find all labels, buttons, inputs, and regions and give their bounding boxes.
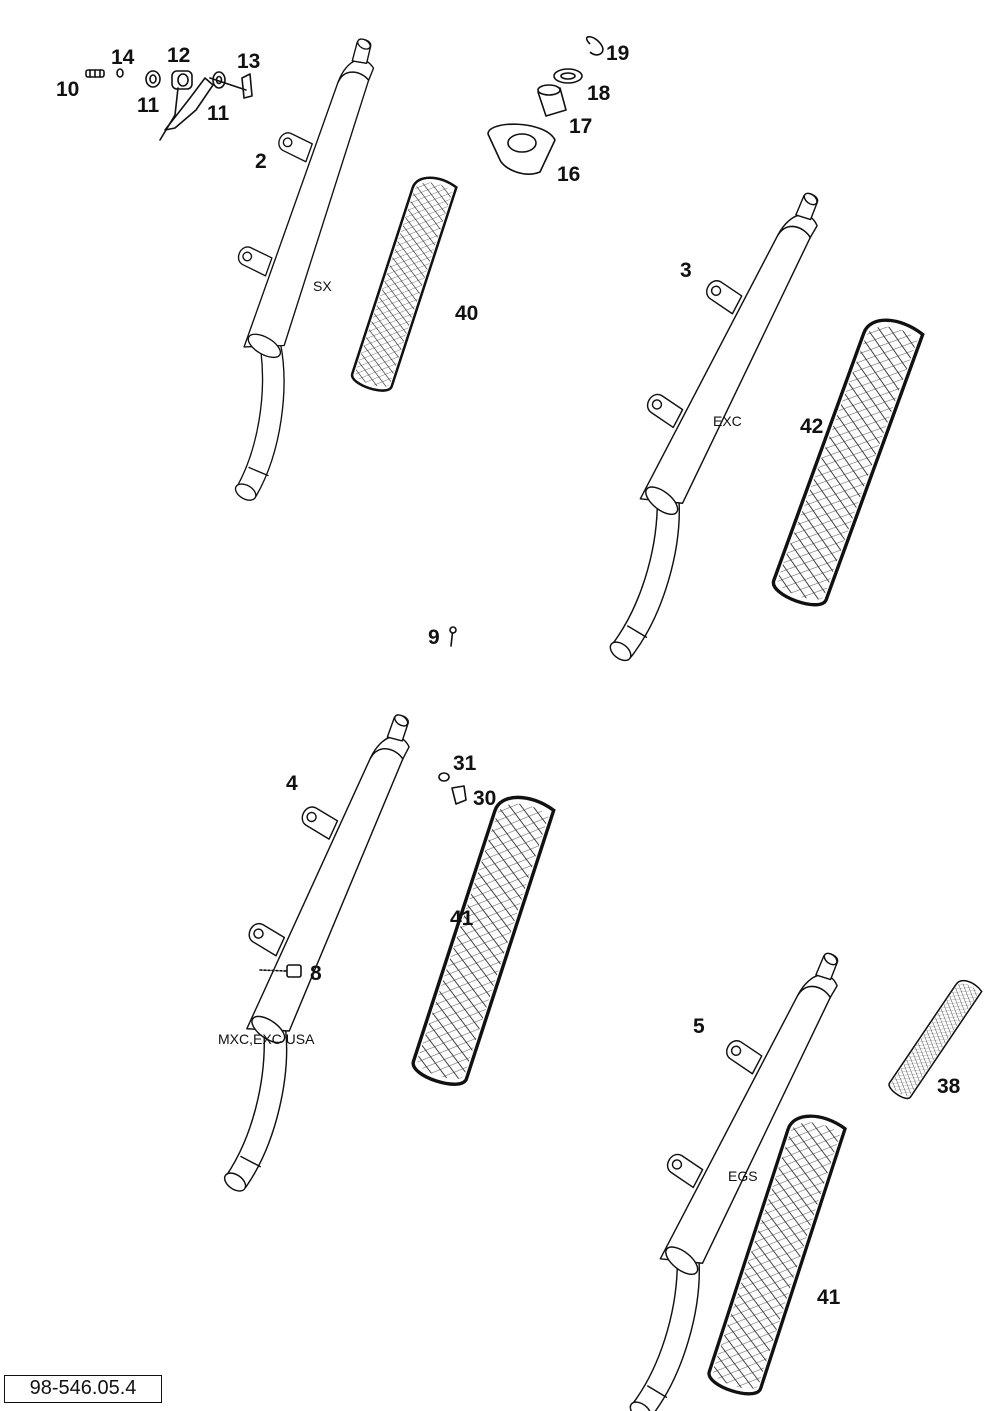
callout-41-upper: 41 xyxy=(450,907,474,930)
callout-3: 3 xyxy=(680,259,692,282)
callout-4: 4 xyxy=(286,772,298,795)
variant-label-sx: SX xyxy=(313,278,332,294)
callout-41-lower: 41 xyxy=(817,1286,841,1309)
silencer-packing-42 xyxy=(768,310,926,613)
callout-13: 13 xyxy=(237,50,260,73)
callout-38: 38 xyxy=(937,1075,961,1098)
end-cap-set xyxy=(487,35,604,175)
variant-label-exc: EXC xyxy=(713,413,742,429)
silencer-packing-38 xyxy=(885,975,984,1103)
screw-30 xyxy=(451,785,467,805)
callout-11-right: 11 xyxy=(207,102,230,125)
callout-16: 16 xyxy=(557,163,580,186)
callout-12: 12 xyxy=(167,44,190,67)
variant-label-egs: EGS xyxy=(728,1168,758,1184)
reference-code: 98-546.05.4 xyxy=(4,1375,162,1403)
callout-9: 9 xyxy=(428,626,440,649)
callout-5: 5 xyxy=(693,1015,705,1038)
silencer-packing-41-upper xyxy=(408,787,557,1092)
callout-18: 18 xyxy=(587,82,611,105)
callout-31: 31 xyxy=(453,752,477,775)
variant-label-mxc-exc-usa: MXC,EXC USA xyxy=(218,1031,315,1047)
callout-11-left: 11 xyxy=(137,94,160,117)
callout-8: 8 xyxy=(310,962,322,985)
callout-30: 30 xyxy=(473,787,496,810)
callout-14: 14 xyxy=(111,46,135,69)
screw-8 xyxy=(259,964,302,978)
mounting-hardware xyxy=(85,68,253,141)
silencer-packing-40 xyxy=(348,170,459,396)
callout-19: 19 xyxy=(606,42,629,65)
screw-9 xyxy=(449,626,457,647)
callout-10: 10 xyxy=(56,78,79,101)
callout-40: 40 xyxy=(455,302,478,325)
callout-17: 17 xyxy=(569,115,592,138)
callout-42: 42 xyxy=(800,415,823,438)
callout-2: 2 xyxy=(255,150,267,173)
washer-31 xyxy=(438,772,450,782)
